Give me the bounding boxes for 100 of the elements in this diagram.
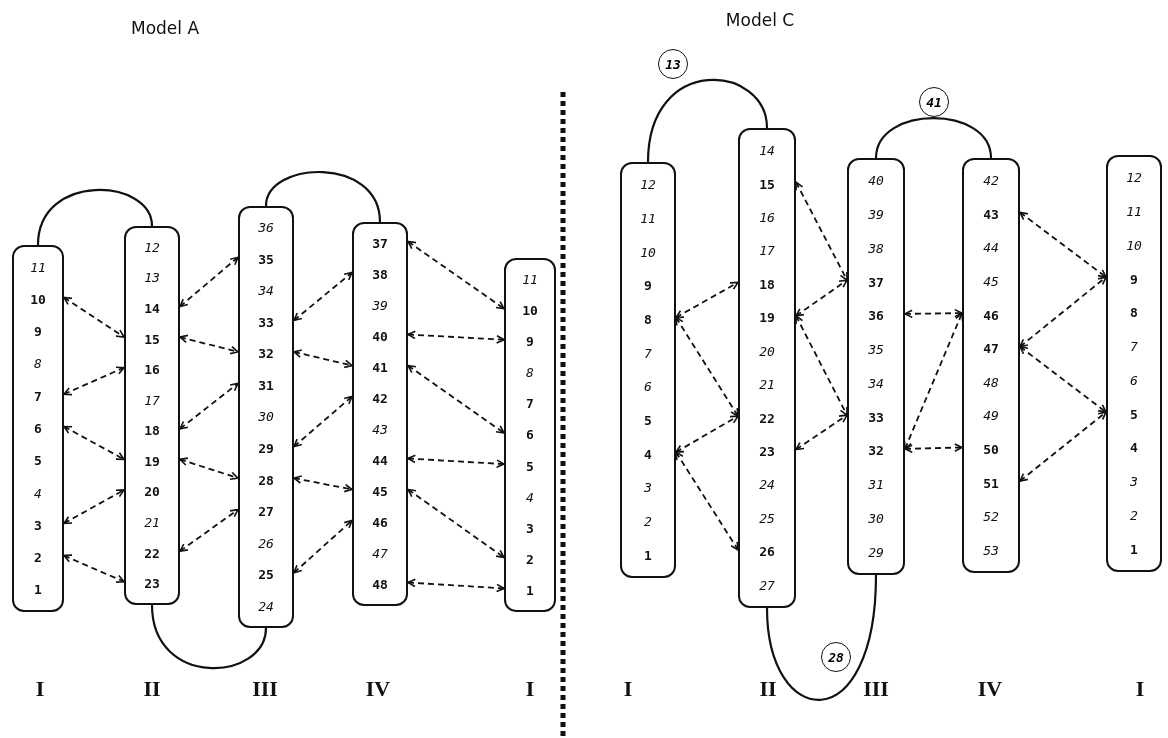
strand-box (1106, 155, 1162, 572)
loop-residue-circle: 13 (658, 49, 688, 79)
hydrogen-bond-arrow (675, 316, 739, 418)
residue-number: 46 (372, 516, 388, 529)
residue-number: 14 (759, 144, 775, 158)
residue-number: 6 (34, 422, 42, 435)
residue-number: 19 (759, 311, 775, 325)
residue-number: 13 (144, 271, 160, 285)
residue-number: 45 (372, 485, 388, 498)
residue-number: 25 (759, 511, 775, 525)
hydrogen-bond-arrow (903, 312, 964, 450)
strand-numeral: III (252, 676, 278, 702)
residue-number: 23 (759, 445, 775, 459)
residue-number: 36 (258, 221, 274, 235)
residue-number: 50 (983, 442, 999, 456)
residue-number: 6 (526, 428, 534, 442)
residue-number: 8 (644, 313, 652, 326)
strand-numeral: I (1135, 676, 1145, 702)
residue-number: 49 (983, 409, 999, 423)
residue-number: 10 (522, 304, 538, 318)
residue-number: 33 (868, 410, 884, 424)
residue-number: 11 (522, 273, 538, 287)
loop-connector (874, 117, 993, 159)
residue-number: 43 (983, 207, 999, 221)
residue-number: 30 (868, 511, 884, 525)
strand-numeral: II (759, 676, 777, 702)
strand-box (238, 206, 294, 628)
residue-number: 1 (526, 583, 534, 597)
residue-number: 8 (526, 366, 534, 380)
residue-number: 19 (144, 454, 160, 468)
hydrogen-bond-arrow (795, 314, 848, 417)
loop-residue-circle: 28 (821, 642, 851, 672)
residue-number: 34 (258, 284, 274, 298)
residue-number: 17 (144, 393, 160, 407)
hydrogen-bond-arrow (407, 330, 505, 344)
hydrogen-bond-arrow (293, 395, 353, 448)
residue-number: 7 (644, 346, 652, 360)
hydrogen-bond-arrow (63, 296, 125, 338)
residue-number: 12 (144, 240, 160, 254)
residue-number: 47 (983, 342, 999, 356)
residue-number: 31 (868, 478, 884, 492)
hydrogen-bond-arrow (179, 256, 239, 308)
residue-number: 27 (759, 578, 775, 592)
residue-number: 4 (1130, 441, 1138, 455)
residue-number: 44 (372, 454, 388, 467)
residue-number: 2 (34, 551, 42, 565)
hydrogen-bond-arrow (1019, 411, 1107, 482)
residue-number: 1 (34, 583, 42, 597)
residue-number: 32 (258, 347, 274, 361)
residue-number: 9 (34, 325, 42, 339)
residue-number: 53 (983, 543, 999, 557)
residue-number: 39 (868, 208, 884, 222)
residue-number: 10 (640, 245, 656, 259)
residue-number: 8 (1130, 306, 1138, 320)
residue-number: 44 (983, 241, 999, 255)
hydrogen-bond-arrow (407, 578, 505, 593)
residue-number: 9 (644, 279, 652, 293)
hydrogen-bond-arrow (1019, 211, 1107, 279)
hydrogen-bond-arrow (293, 349, 353, 369)
residue-number: 2 (526, 552, 534, 566)
hydrogen-bond-arrow (407, 364, 505, 434)
residue-number: 35 (258, 252, 274, 266)
loop-connector (646, 79, 769, 163)
residue-number: 21 (144, 516, 160, 530)
residue-number: 46 (983, 308, 999, 322)
residue-number: 11 (640, 212, 656, 225)
hydrogen-bond-arrow (293, 475, 353, 493)
strand-numeral: IV (977, 676, 1003, 702)
residue-number: 37 (868, 275, 884, 289)
residue-number: 20 (759, 344, 775, 358)
residue-number: 18 (144, 424, 160, 438)
hydrogen-bond-arrow (1019, 276, 1107, 348)
residue-number: 38 (868, 241, 884, 255)
residue-number: 16 (759, 211, 775, 225)
residue-number: 24 (258, 599, 274, 613)
residue-number: 40 (372, 330, 388, 343)
panel-title: Model C (725, 10, 795, 30)
hydrogen-bond-arrow (63, 425, 125, 461)
hydrogen-bond-arrow (293, 519, 353, 574)
loop-connector (150, 604, 268, 669)
residue-number: 6 (644, 380, 652, 394)
residue-number: 31 (258, 378, 274, 392)
residue-number: 4 (526, 490, 534, 504)
loop-connector (765, 574, 878, 701)
strand-box (504, 258, 556, 612)
residue-number: 52 (983, 510, 999, 524)
strand-box (124, 226, 180, 605)
residue-number: 16 (144, 363, 160, 377)
residue-number: 51 (983, 476, 999, 490)
residue-number: 48 (372, 578, 388, 591)
residue-number: 10 (1126, 238, 1142, 252)
residue-number: 36 (868, 309, 884, 323)
residue-number: 4 (644, 447, 652, 461)
hydrogen-bond-arrow (675, 451, 739, 551)
hydrogen-bond-arrow (675, 281, 739, 319)
residue-number: 37 (372, 237, 388, 250)
strand-numeral: I (35, 676, 45, 702)
hydrogen-bond-arrow (63, 489, 125, 525)
residue-number: 26 (759, 545, 775, 559)
hydrogen-bond-arrow (795, 181, 848, 282)
